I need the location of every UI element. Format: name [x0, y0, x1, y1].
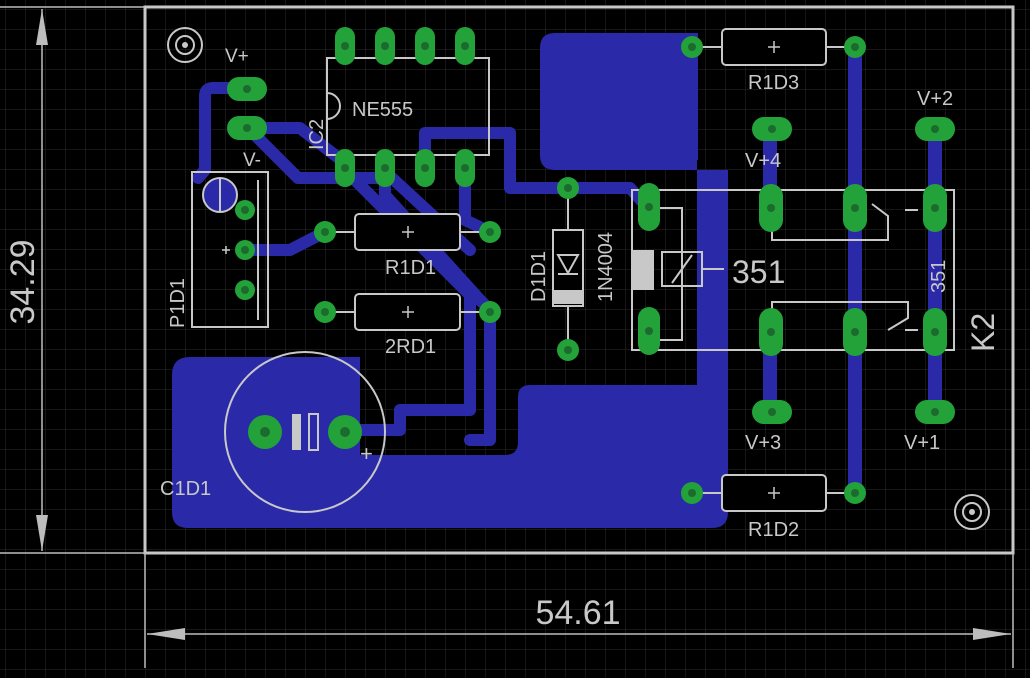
relay-k2 — [631, 183, 955, 356]
connector-ref: P1D1 — [167, 278, 189, 328]
mounting-hole-bottom-right — [954, 494, 990, 530]
label-v1: V+1 — [904, 432, 940, 454]
relay-ref: K2 — [965, 313, 1001, 352]
power-input-pads — [227, 77, 267, 140]
diode-value: 1N4004 — [595, 232, 617, 302]
label-v4: V+4 — [745, 150, 781, 172]
2rd1-ref: 2RD1 — [385, 336, 436, 358]
diode-d1d1 — [552, 177, 584, 361]
ic-value: NE555 — [352, 99, 413, 121]
resistor-r1d2 — [681, 474, 866, 512]
capacitor-polarity: + — [360, 441, 373, 466]
r1d2-ref: R1D2 — [748, 519, 799, 541]
height-dimension: 34.29 — [4, 239, 42, 324]
label-v3: V+3 — [745, 432, 781, 454]
r1d1-ref: R1D1 — [385, 257, 436, 279]
label-vminus: V- — [243, 150, 261, 171]
mounting-hole-top-left — [167, 27, 203, 63]
output-pads — [752, 117, 955, 424]
relay-value-main: 351 — [732, 254, 785, 290]
resistor-r1d3 — [681, 28, 866, 66]
connector-p1d1 — [191, 171, 269, 328]
label-v2: V+2 — [917, 88, 953, 110]
capacitor-c1d1 — [224, 351, 386, 513]
label-vplus: V+ — [225, 46, 249, 67]
resistor-2rd1 — [314, 293, 501, 331]
width-dimension: 54.61 — [535, 594, 620, 632]
r1d3-ref: R1D3 — [748, 72, 799, 94]
copper-pour — [172, 33, 728, 528]
capacitor-ref: C1D1 — [160, 478, 211, 500]
ic-ref: IC2 — [306, 119, 328, 150]
resistor-r1d1 — [314, 213, 501, 251]
diode-ref: D1D1 — [528, 251, 550, 302]
ic-ne555 — [326, 27, 490, 187]
relay-value-side: 351 — [928, 260, 950, 293]
board-outline — [143, 5, 1015, 555]
dimension-lines — [0, 6, 1014, 668]
